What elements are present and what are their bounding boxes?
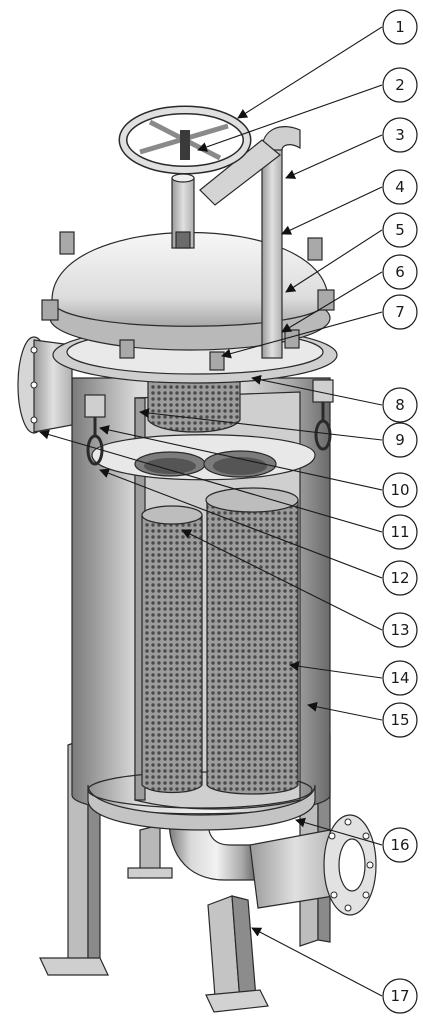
svg-text:17: 17 [390,987,409,1005]
svg-text:7: 7 [395,303,405,321]
svg-text:10: 10 [390,481,409,499]
svg-text:4: 4 [395,178,405,196]
svg-text:15: 15 [390,711,409,729]
svg-text:1: 1 [395,18,405,36]
handwheel [118,105,252,175]
callout-8: 8 [251,374,418,423]
svg-text:3: 3 [395,126,405,144]
svg-text:5: 5 [395,221,405,239]
callout-4: 4 [281,169,418,235]
svg-text:14: 14 [390,669,409,687]
svg-text:13: 13 [390,621,409,639]
callout-3: 3 [285,117,418,179]
callout-2: 2 [197,67,418,152]
lift-screw [171,173,195,249]
svg-text:12: 12 [390,569,409,587]
support-plate [91,434,316,481]
outlet-flange [323,814,377,916]
callout-12: 12 [99,468,418,596]
lid [41,231,335,371]
callout-17: 17 [251,927,418,1014]
callout-7: 7 [221,294,418,359]
svg-text:11: 11 [390,523,409,541]
callout-9: 9 [139,408,418,458]
svg-text:2: 2 [395,76,405,94]
callout-11: 11 [39,429,418,550]
svg-text:6: 6 [395,263,405,281]
callout-10: 10 [99,425,418,508]
callout-15: 15 [307,701,418,738]
svg-text:9: 9 [395,431,405,449]
callout-13: 13 [181,529,418,648]
svg-text:8: 8 [395,396,405,414]
callout-5: 5 [285,212,418,293]
callout-1: 1 [237,9,418,119]
callout-16: 16 [295,817,418,863]
svg-text:16: 16 [390,836,409,854]
callout-6: 6 [281,254,418,333]
clamp-left [84,394,106,466]
callout-14: 14 [289,660,418,696]
callouts: 1 2 3 4 5 6 7 [39,9,418,1014]
filter-baskets [141,487,299,795]
